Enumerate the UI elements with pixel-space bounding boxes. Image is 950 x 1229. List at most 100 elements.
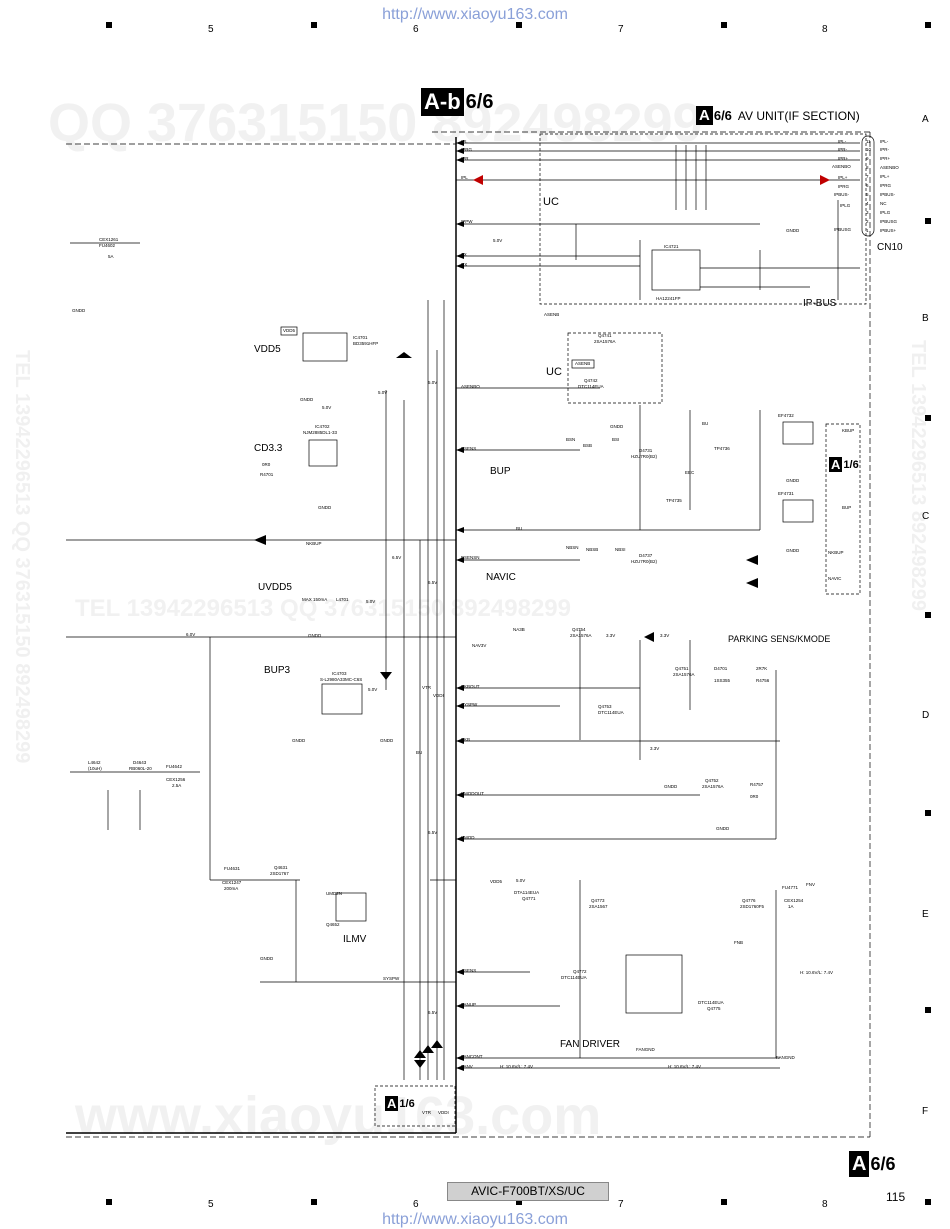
signal-nkbup-left: NKBUP (306, 541, 322, 546)
connector-pin-ipr-minus: IPR- (838, 147, 847, 152)
bus-label-vtr: VTR (422, 1110, 431, 1115)
ground-label: GNDD (72, 308, 86, 313)
grid-marker (516, 22, 522, 28)
sheet-tag-a16-right: A 1/6 (829, 457, 859, 472)
signal-tx: TX (461, 252, 467, 257)
sheet-tag-main: A-b 6/6 (421, 88, 493, 116)
connector-pin-iplg: IPLG (840, 203, 851, 208)
ground-label: GNDD (300, 397, 314, 402)
row-letter-b: B (922, 313, 929, 324)
row-letter-e: E (922, 909, 929, 920)
ground-label: GNDD (292, 738, 306, 743)
connector-pin-number-6: 6 (866, 183, 869, 188)
footer-url[interactable]: http://www.xiaoyu163.com (382, 1211, 568, 1228)
signal-fancont: FANCONT (461, 1054, 483, 1059)
connector-pin-right-ipr-plus: IPR+ (880, 156, 891, 161)
rail-5v-vdd5: 5.0V (322, 405, 332, 410)
connector-pin-ipl-minus: IPL- (838, 139, 847, 144)
part-r4757: R4757 (750, 782, 764, 787)
sheet-tag-a16-bottom: A 1/6 (385, 1096, 415, 1111)
label-bup: BUP (842, 505, 852, 510)
ic4701-label: IC4701 (353, 335, 368, 340)
block-ip-bus: IP-BUS (803, 298, 837, 309)
page-number: 115 (886, 1190, 906, 1204)
connector-pin-iprg: IPRG (838, 184, 850, 189)
signal-ipl-2: IPL (461, 175, 468, 180)
watermark-tel-mid: TEL 13942296513 QQ 376315150 892498299 (75, 595, 571, 622)
q4773-label: Q4773 (591, 898, 605, 903)
q4751-part: 2SA1576A (673, 672, 695, 677)
grid-marker (925, 415, 931, 421)
label-kbup: KBUP (842, 428, 855, 433)
bus-label-65v-2: 6.5V (428, 830, 438, 835)
part-fu4631: FU4631 (224, 866, 241, 871)
ic4721-part: HA12241FP (656, 296, 681, 301)
net-nbsi: NBSI (615, 547, 626, 552)
signal-bsens: BSENS (461, 446, 477, 451)
connector-pin-ipl-plus: IPL+ (838, 175, 848, 180)
net-nav3v: NAV3V (472, 643, 487, 648)
column-number-top-6: 6 (413, 24, 419, 35)
sheet-tag-unit: A 6/6 AV UNIT(IF SECTION) (696, 106, 860, 125)
signal-ipr: IPR (461, 156, 469, 161)
part-r4701-value: 0R0 (262, 462, 271, 467)
rail-33v-parking-3: 3.3V (650, 746, 660, 751)
signal-kmodout: KMODOUT (461, 791, 484, 796)
part-d4701: D4701 (714, 666, 728, 671)
label-navic: NAVIC (828, 576, 842, 581)
part-fu-rating-5a: 5A (108, 254, 114, 259)
connector-pin-right-ipl-minus: IPL- (880, 139, 889, 144)
bus-label-vddi: VDDI (438, 1110, 449, 1115)
part-r4701: R4701 (260, 472, 274, 477)
part-r4757-value: 0R0 (750, 794, 759, 799)
ground-label: GNDD (308, 633, 322, 638)
part-d4643: D4643 (133, 760, 147, 765)
rail-5v-fan: 5.0V (516, 878, 526, 883)
sheet-tag-corner-box: A (849, 1151, 870, 1177)
column-number-bottom-6: 6 (413, 1199, 419, 1210)
sheet-tag-unit-fraction: 6/6 (713, 108, 732, 123)
grid-marker (925, 218, 931, 224)
sheet-tag-corner: A 6/6 (849, 1151, 895, 1177)
q4773-part: 2SA1567 (589, 904, 608, 909)
grid-marker (925, 1199, 931, 1205)
connector-pin-right-ipbus-plus: IPBUS+ (880, 228, 897, 233)
block-parking-sens: PARKING SENS/KMODE (728, 634, 831, 644)
ic4721-label: IC4721 (664, 244, 679, 249)
rail-33v-parking-2: 3.3V (660, 633, 670, 638)
sheet-tag-a16-right-box: A (829, 457, 843, 472)
watermark-www-bottom: www.xiaoyu163.com (75, 1086, 602, 1146)
part-d4731: D4731 (639, 448, 653, 453)
header-url[interactable]: http://www.xiaoyu163.com (382, 6, 568, 23)
grid-marker (721, 22, 727, 28)
watermark-tel-vertical-right: TEL 13942296513 892498299 (907, 340, 929, 611)
block-vdd5: VDD5 (254, 344, 281, 355)
bus-label-5v-1: 5.0V (378, 390, 388, 395)
block-cd33: CD3.3 (254, 443, 283, 454)
connector-pin-right-iplg: IPLG (880, 210, 891, 215)
sheet-tag-main-fraction: 6/6 (465, 90, 494, 113)
row-letter-a: A (922, 114, 929, 125)
sheet-tag-a16-right-fraction: 1/6 (843, 458, 859, 471)
q4631-part: 2SD1767 (270, 871, 289, 876)
part-cex1247: CEX1247 (222, 880, 242, 885)
rail-5v-bup3: 5.0V (368, 687, 378, 692)
net-bsi: BSI (612, 437, 620, 442)
sheet-tag-a16-bottom-fraction: 1/6 (399, 1097, 415, 1110)
part-d4737-part: HZU7R0(B2) (631, 559, 658, 564)
model-name: AVIC-F700BT/XS/UC (447, 1182, 609, 1201)
part-fu-rating-1a: 1A (788, 904, 794, 909)
watermark-tel-vertical-left: TEL 13942296513 QQ 376315150 892498299 (11, 350, 33, 764)
sheet-tag-unit-title: AV UNIT(IF SECTION) (737, 108, 860, 123)
connector-pin-asenbo: ASENBO (832, 164, 851, 169)
signal-vdd5: VDD5 (490, 879, 503, 884)
sheet-tag-main-box: A-b (421, 88, 464, 116)
connector-pin-number-1: 1 (866, 228, 869, 233)
column-number-bottom-5: 5 (208, 1199, 214, 1210)
q4772-part: DTC114EUA (561, 975, 587, 980)
signal-ippw: IPPW (461, 219, 473, 224)
ground-label: GNDD (260, 956, 274, 961)
umd2n-label: UMD2N (326, 891, 343, 896)
sheet-tag-unit-box: A (696, 106, 713, 125)
bus-label-5v-2: 5.0V (428, 380, 438, 385)
